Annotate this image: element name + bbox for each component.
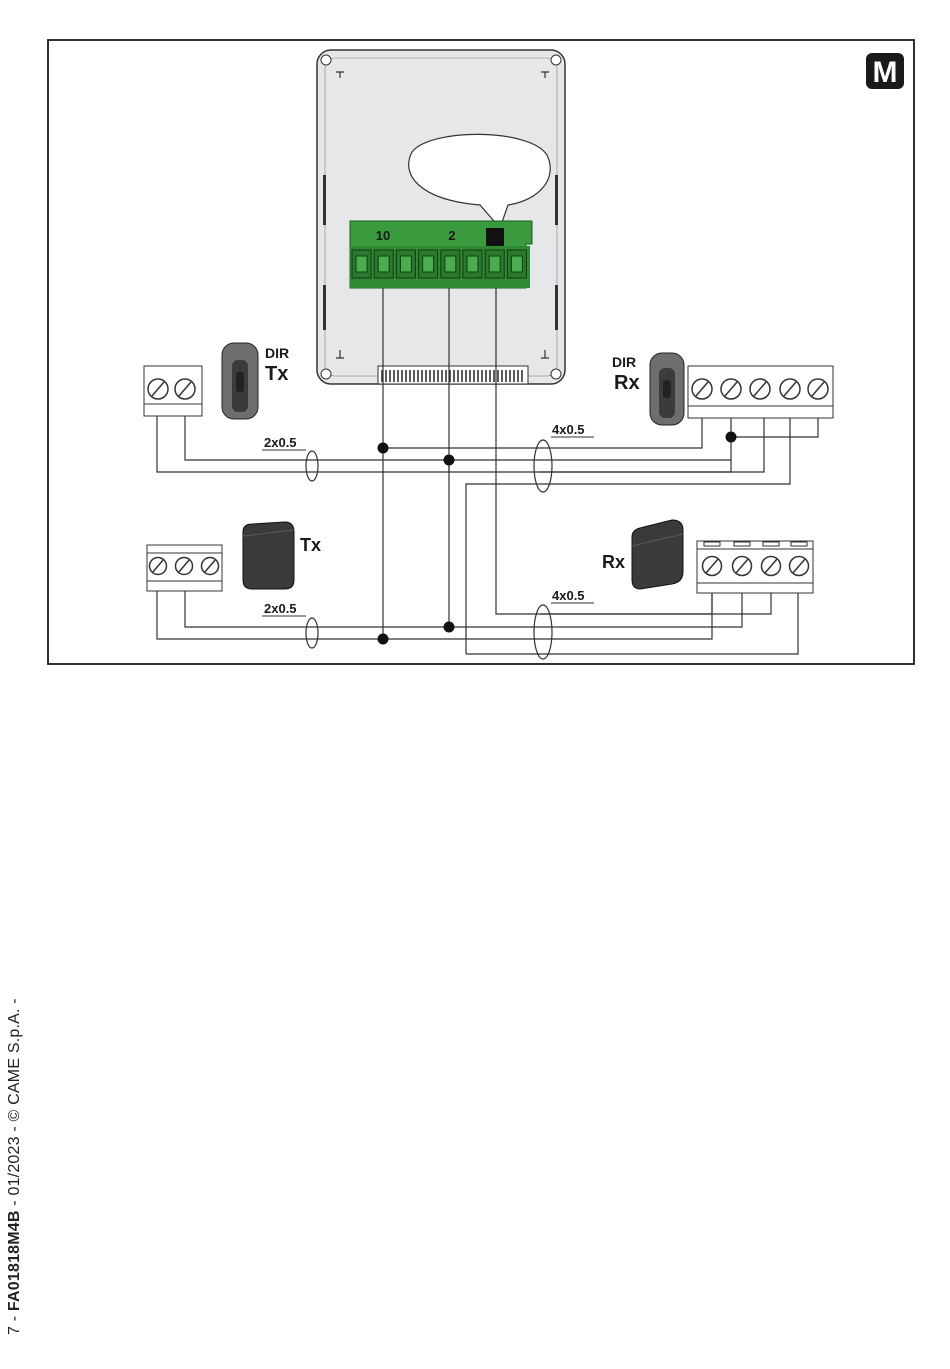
- cable-oval-lower-left: [306, 618, 318, 648]
- document-footer: 7 - FA01818M4B - 01/2023 - © CAME S.p.A.…: [6, 895, 24, 1335]
- terminal-10-label: 10: [376, 228, 390, 243]
- junction-dot: [726, 432, 737, 443]
- control-board: [317, 50, 565, 384]
- footer-sep: -: [6, 1311, 23, 1326]
- badge-letter: M: [873, 56, 898, 89]
- dir-rx-terminal: [688, 366, 833, 418]
- dir-rx-label-line1: DIR: [612, 354, 636, 370]
- dir-tx-terminal: [144, 366, 202, 416]
- terminal-block: 10 2: [350, 221, 532, 288]
- junction-dot: [378, 634, 389, 645]
- junction-dot: [444, 455, 455, 466]
- junction-dot: [444, 622, 455, 633]
- tx-label: Tx: [300, 535, 321, 555]
- tx-terminal: [147, 545, 222, 591]
- rx-terminal: [697, 541, 813, 593]
- dir-tx-label-line1: DIR: [265, 345, 289, 361]
- dir-rx-device: [650, 353, 684, 425]
- rx-label: Rx: [602, 552, 625, 572]
- dir-rx-label-line2: Rx: [614, 372, 640, 394]
- rx-device: [632, 520, 683, 589]
- wire-rx-4: [466, 593, 798, 654]
- cable-label-lower-left: 2x0.5: [264, 601, 297, 616]
- wire-tx-1: [157, 591, 712, 639]
- manual-badge: M: [866, 53, 904, 89]
- cable-label-upper-left: 2x0.5: [264, 435, 297, 450]
- footer-copyright: - 01/2023 - © CAME S.p.A. -: [6, 998, 23, 1210]
- footer-doc-code: FA01818M4B: [6, 1210, 23, 1311]
- selected-terminal-marker: [486, 228, 504, 246]
- wire-rx-pin5: [731, 418, 818, 437]
- cable-label-upper-right: 4x0.5: [552, 422, 585, 437]
- footer-page-number: 7: [6, 1326, 23, 1335]
- dir-tx-device: [222, 343, 258, 419]
- dir-tx-label-line2: Tx: [265, 363, 288, 385]
- wire-dir-tx-1: [157, 416, 731, 472]
- cable-oval-lower-right: [534, 605, 552, 659]
- terminal-2-label: 2: [448, 228, 455, 243]
- junction-dot: [378, 443, 389, 454]
- cable-oval-upper-left: [306, 451, 318, 481]
- tx-device: [243, 522, 294, 589]
- cable-label-lower-right: 4x0.5: [552, 588, 585, 603]
